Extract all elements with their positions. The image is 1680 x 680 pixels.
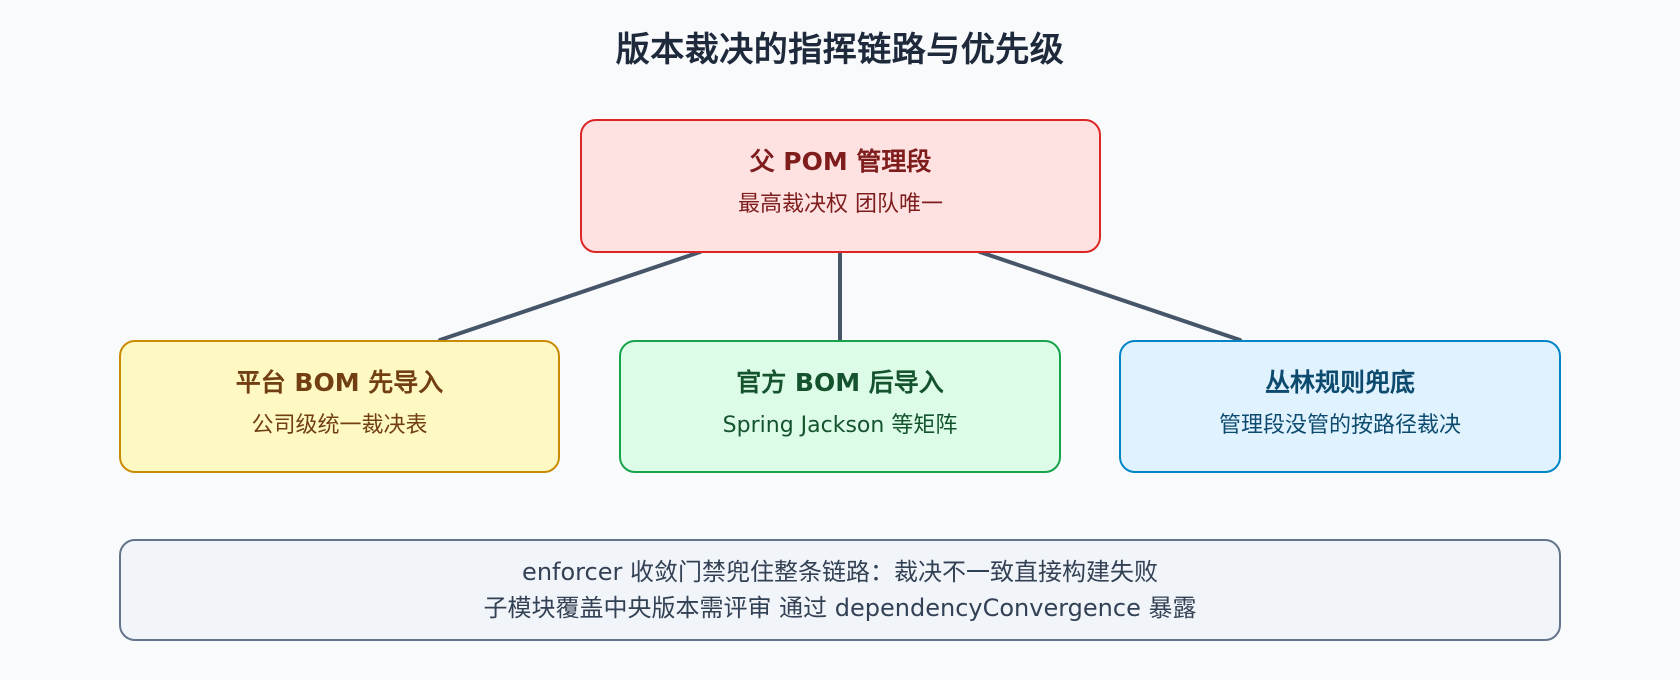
diagram-title: 版本裁决的指挥链路与优先级 xyxy=(615,30,1065,70)
node-parent-pom: 父 POM 管理段 最高裁决权 团队唯一 xyxy=(580,119,1101,253)
node-subtitle: 公司级统一裁决表 xyxy=(251,413,428,438)
node-subtitle: 管理段没管的按路径裁决 xyxy=(1218,413,1461,438)
node-subtitle: 最高裁决权 团队唯一 xyxy=(738,192,943,217)
node-title: 平台 BOM 先导入 xyxy=(235,368,444,397)
node-subtitle: Spring Jackson 等矩阵 xyxy=(722,413,958,438)
node-title: 父 POM 管理段 xyxy=(749,147,932,176)
connector-root-to-platform xyxy=(438,250,702,342)
node-official-bom: 官方 BOM 后导入 Spring Jackson 等矩阵 xyxy=(619,340,1061,473)
node-platform-bom: 平台 BOM 先导入 公司级统一裁决表 xyxy=(119,340,560,473)
enforcer-note-line-1: enforcer 收敛门禁兜住整条链路：裁决不一致直接构建失败 xyxy=(522,558,1158,586)
node-title: 丛林规则兜底 xyxy=(1264,368,1415,397)
node-jungle-rule: 丛林规则兜底 管理段没管的按路径裁决 xyxy=(1119,340,1561,473)
connector-root-to-jungle xyxy=(978,250,1242,342)
enforcer-note-line-2: 子模块覆盖中央版本需评审 通过 dependencyConvergence 暴露 xyxy=(483,594,1197,622)
enforcer-note-box: enforcer 收敛门禁兜住整条链路：裁决不一致直接构建失败 子模块覆盖中央版… xyxy=(119,539,1561,641)
node-title: 官方 BOM 后导入 xyxy=(736,368,944,397)
